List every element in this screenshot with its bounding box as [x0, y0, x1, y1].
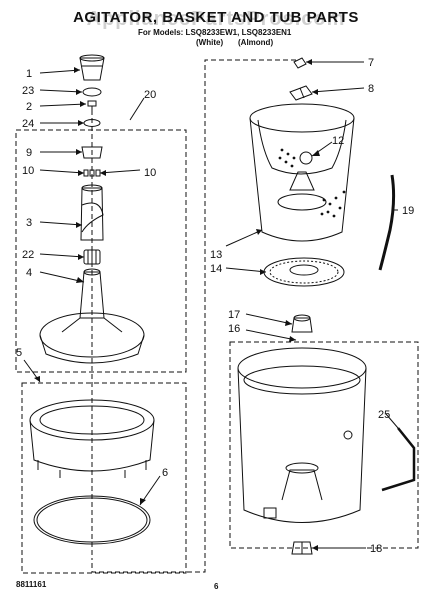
callout-12: 12	[332, 135, 344, 147]
agitator-cap	[79, 54, 105, 81]
watermark-text: AppliancePartsPros.com	[86, 8, 346, 30]
agitator-auger	[80, 184, 104, 241]
callout-19: 19	[402, 205, 414, 217]
color-white-label: (White)	[196, 38, 224, 47]
tub-ring-group-box	[21, 382, 187, 574]
callout-6: 6	[162, 467, 168, 479]
callout-20: 20	[144, 89, 156, 101]
callout-10-right: 10	[144, 167, 156, 179]
callout-5: 5	[16, 347, 22, 359]
callout-23: 23	[22, 85, 34, 97]
bearing	[83, 249, 101, 265]
drain-hose	[378, 174, 396, 271]
arrow-heads	[34, 59, 320, 551]
callout-3: 3	[26, 217, 32, 229]
basket-drive-plate	[263, 257, 345, 287]
overflow-hose	[381, 427, 416, 492]
spanner-nut	[293, 57, 307, 69]
seal-ring	[82, 87, 102, 97]
callout-18: 18	[370, 543, 382, 555]
drive-block	[291, 314, 313, 333]
outer-tub	[237, 347, 367, 523]
tub-seal	[33, 495, 151, 545]
page-title: AGITATOR, BASKET AND TUB PARTS	[73, 9, 359, 26]
callout-16: 16	[228, 323, 240, 335]
callout-2: 2	[26, 101, 32, 113]
outer-tub-group-box	[229, 341, 419, 549]
agitator-cam	[81, 146, 103, 159]
wash-basket	[249, 103, 355, 242]
basket-perforations	[278, 148, 346, 218]
hub-nut	[289, 85, 313, 101]
callout-24: 24	[22, 118, 34, 130]
callout-1: 1	[26, 68, 32, 80]
document-number: 8811161	[16, 580, 47, 589]
agitator-bolt	[87, 100, 97, 114]
connector-line	[91, 59, 296, 573]
agitator-base	[39, 268, 145, 364]
tub-nut	[291, 541, 313, 555]
page-number: 6	[214, 582, 219, 591]
callout-17: 17	[228, 309, 240, 321]
agitator-group-box	[15, 129, 187, 373]
callout-labels: 1 23 2 24 20 9 10 10 3 22 4 5 6 7 8 12 1…	[16, 57, 414, 555]
callout-7: 7	[368, 57, 374, 69]
callout-8: 8	[368, 83, 374, 95]
callout-10-left: 10	[22, 165, 34, 177]
callout-13: 13	[210, 249, 222, 261]
color-almond-label: (Almond)	[238, 38, 274, 47]
leader-lines	[23, 61, 399, 549]
callout-25: 25	[378, 409, 390, 421]
callout-22: 22	[22, 249, 34, 261]
callout-9: 9	[26, 147, 32, 159]
tub-ring	[29, 399, 155, 478]
model-line: For Models: LSQ8233EW1, LSQ8233EN1	[138, 28, 292, 37]
callout-4: 4	[26, 267, 32, 279]
callout-14: 14	[210, 263, 222, 275]
